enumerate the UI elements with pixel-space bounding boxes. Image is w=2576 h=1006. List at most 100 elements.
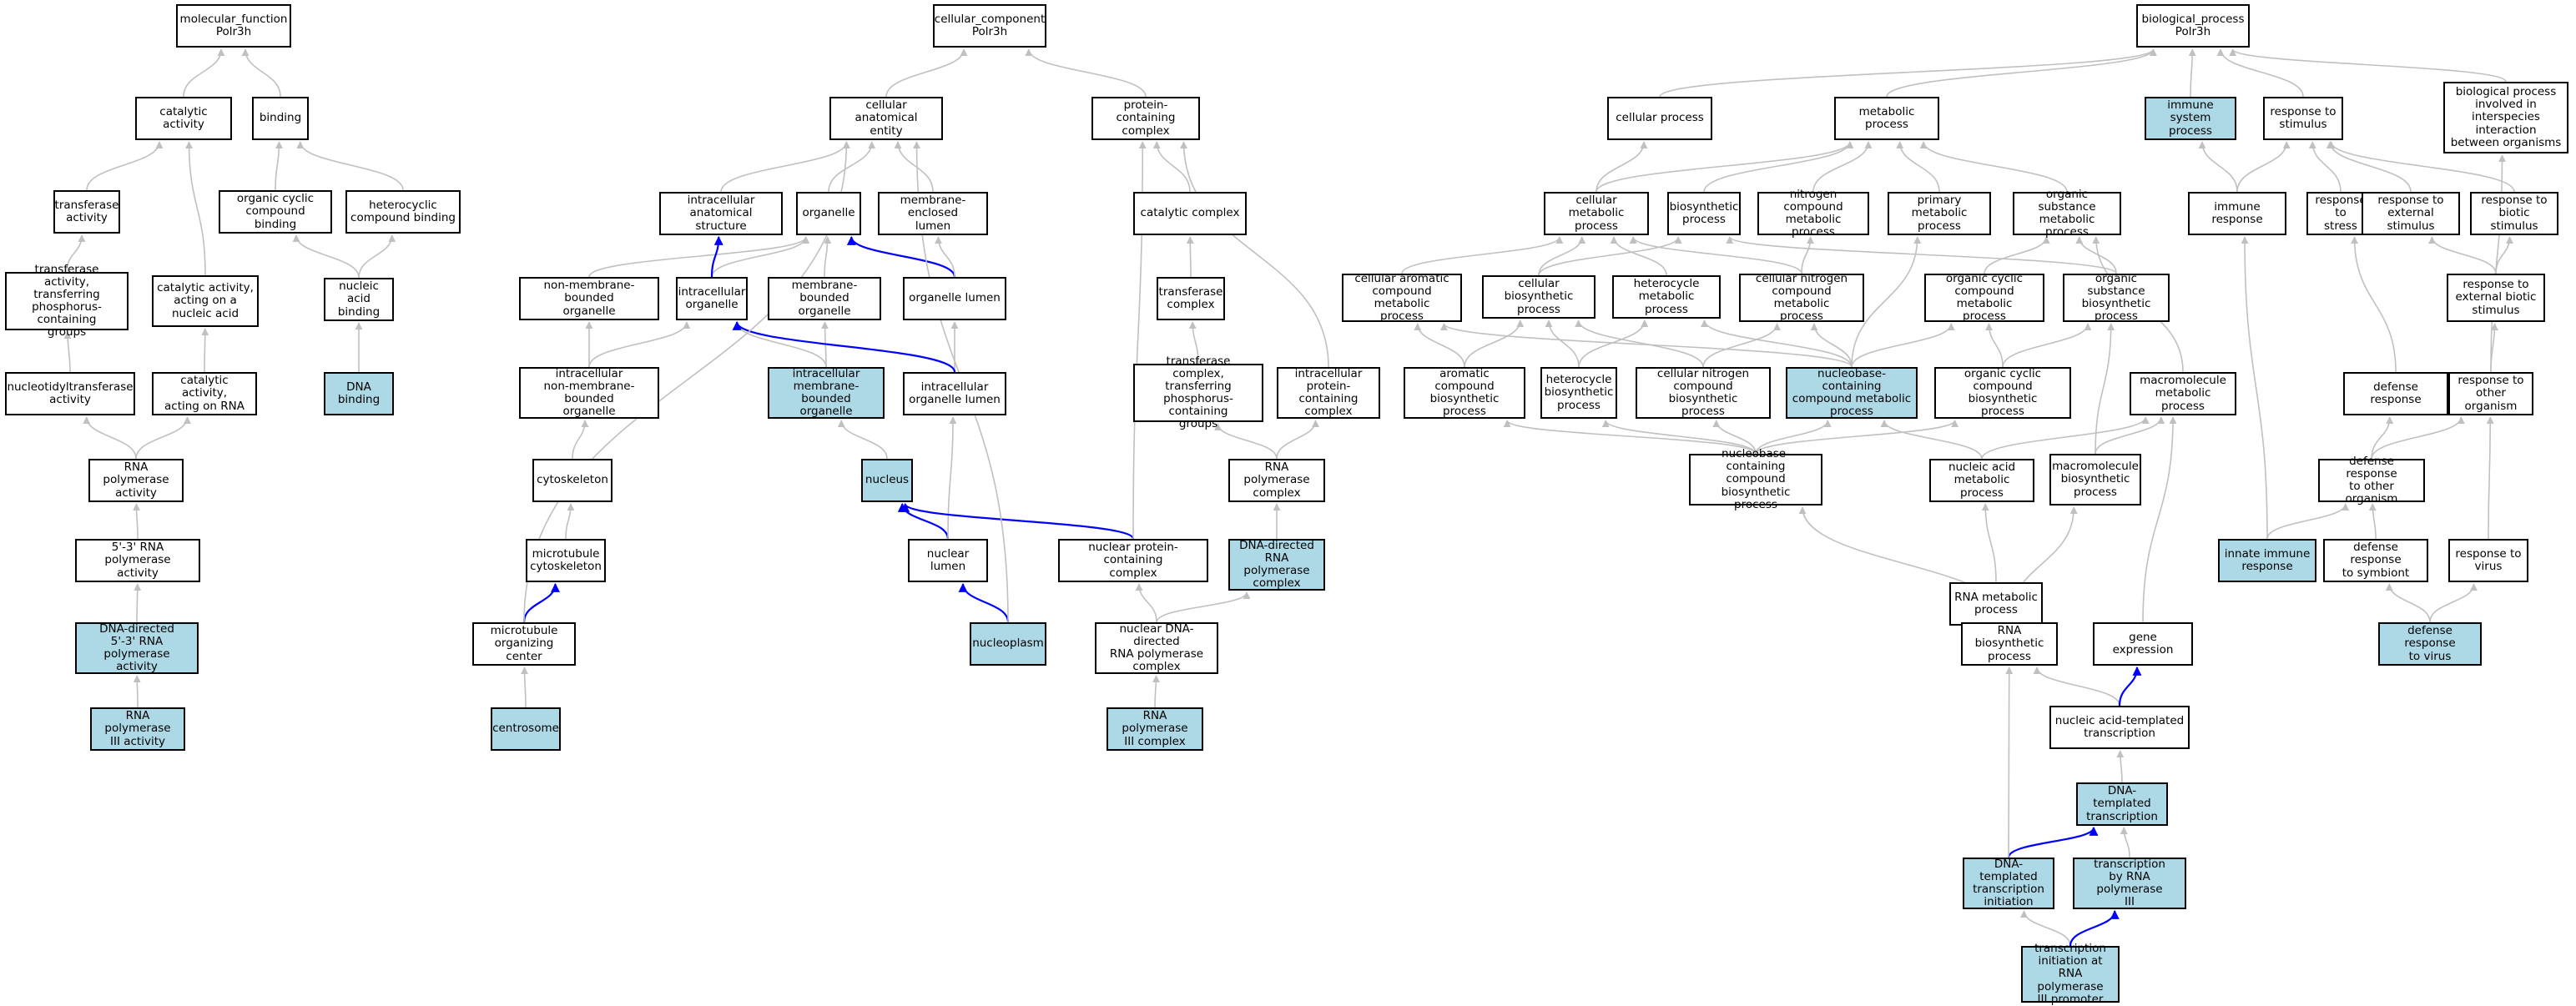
edge-immune-response-to-immune-system xyxy=(2198,141,2238,193)
go-term-rna-pol-iii-complex: RNA polymerase III complex xyxy=(1107,707,1203,751)
edge-response-external-to-response-stimulus xyxy=(2326,141,2412,193)
edge-response-external-biotic-to-response-external xyxy=(2428,236,2497,274)
edge-intra-protein-complex-to-protein-containing xyxy=(1180,141,1329,368)
go-term-mtoc: microtubule organizing center xyxy=(472,622,576,666)
edge-binding-to-mf xyxy=(241,48,281,98)
edge-organic-substance-biosynthetic-to-organic-substance-metabolic xyxy=(2075,236,2117,274)
go-term-cytoskeleton: cytoskeleton xyxy=(532,459,612,502)
edge-cellular-biosynthetic-to-biosynthetic xyxy=(1538,236,1682,276)
edge-aromatic-biosynthetic-to-cellular-aromatic xyxy=(1414,323,1465,368)
go-term-nucleic-templated: nucleic acid-templated transcription xyxy=(2049,706,2190,749)
go-term-mf: molecular_function Polr3h xyxy=(176,4,291,48)
go-term-intra-organelle-lumen: intracellular organelle lumen xyxy=(903,372,1006,415)
go-term-intra-membrane-bounded: intracellular membrane-bounded organelle xyxy=(768,367,885,419)
go-term-organic-substance-metabolic: organic substance metabolic process xyxy=(2013,188,2121,239)
go-term-immune-system: immune system process xyxy=(2145,97,2236,140)
edge-defense-response-to-response-stress xyxy=(2351,236,2397,373)
go-term-biosynthetic: biosynthetic process xyxy=(1667,192,1741,235)
edge-immune-system-to-bp xyxy=(2188,48,2196,98)
edge-nucleobase-metabolic-to-cellular-aromatic xyxy=(1440,323,1853,368)
go-term-non-membrane-organelle: non-membrane-bounded organelle xyxy=(519,277,659,320)
go-term-intracellular-anat: intracellular anatomical structure xyxy=(659,192,783,235)
edge-cellular-nitrogen-metabolic-to-nitrogen-metabolic xyxy=(1801,236,1814,274)
edge-nucleobase-biosynthetic-to-heterocycle-biosynthetic xyxy=(1601,420,1757,455)
go-term-response-external: response to external stimulus xyxy=(2362,192,2460,235)
edge-biosynthetic-to-metabolic-process xyxy=(1703,141,1854,193)
edge-nuclear-dna-directed-to-dna-directed-complex xyxy=(1156,591,1251,623)
edge-rna-pol-complex-to-transferase-complex-phos xyxy=(1214,423,1278,460)
edge-organelle-to-cellular-anatomical xyxy=(828,141,876,193)
edge-nucleotidyltransferase-to-transferase-phos xyxy=(63,331,72,373)
edge-nucleoplasm-to-nuclear-lumen xyxy=(958,582,1010,623)
edge-rna-pol-activity-to-catalytic-rna xyxy=(135,416,191,460)
edge-cellular-aromatic-to-cellular-metabolic xyxy=(1401,236,1564,274)
go-term-response-stimulus: response to stimulus xyxy=(2263,97,2343,140)
edge-organic-substance-biosynthetic-to-biosynthetic xyxy=(1726,236,2117,274)
edge-organic-cyclic-metabolic-to-organic-substance-metabolic xyxy=(1984,236,2050,274)
edge-rna-pol-iii-complex-to-nuclear-dna-directed xyxy=(1152,675,1160,708)
edge-response-biotic-to-response-stimulus xyxy=(2327,141,2515,193)
go-term-defense-response: defense response xyxy=(2343,372,2448,415)
edge-cytoskeleton-to-intra-non-membrane xyxy=(572,420,589,460)
edge-defense-symbiont-to-defense-other-organism xyxy=(2368,503,2377,540)
edge-intra-non-membrane-to-intracellular-organelle xyxy=(588,321,691,368)
go-term-rna-pol-complex: RNA polymerase complex xyxy=(1228,459,1325,502)
go-term-innate-immune: innate immune response xyxy=(2218,539,2316,582)
edge-nucleic-acid-binding-to-organic-cyclic-binding xyxy=(292,234,360,279)
edge-heterocycle-metabolic-to-cellular-metabolic xyxy=(1610,236,1667,276)
edge-transcription-pol-iii-to-dna-templated-transcription xyxy=(2120,827,2130,858)
edge-heterocyclic-binding-to-binding xyxy=(296,141,404,191)
edge-cellular-biosynthetic-to-cellular-metabolic xyxy=(1538,236,1586,276)
edge-response-other-organism-to-interspecies xyxy=(2490,154,2506,373)
edge-intracellular-organelle-to-intracellular-anat xyxy=(710,235,723,278)
edge-cellular-anatomical-to-cc xyxy=(885,48,968,98)
go-term-cellular-metabolic: cellular metabolic process xyxy=(1544,192,1649,235)
go-term-nuclear-lumen: nuclear lumen xyxy=(908,539,988,582)
go-term-response-external-biotic: response to external biotic stimulus xyxy=(2447,274,2545,322)
edge-membrane-enclosed-to-cellular-anatomical xyxy=(894,141,934,193)
go-term-catalytic-complex: catalytic complex xyxy=(1133,192,1247,235)
go-term-transcription-pol-iii: transcription by RNA polymerase III xyxy=(2073,858,2186,909)
edge-organic-cyclic-binding-to-binding xyxy=(275,141,283,191)
go-term-cc: cellular_component Polr3h xyxy=(933,4,1046,48)
edge-nucleic-acid-metabolic-to-nucleobase-metabolic xyxy=(1880,420,1983,460)
go-term-catalytic-rna: catalytic activity, acting on RNA xyxy=(152,372,257,415)
edge-immune-response-to-response-stimulus xyxy=(2236,141,2291,193)
go-term-catalytic-activity: catalytic activity xyxy=(135,97,232,140)
edge-dna-directed-53-to-rna-pol-53 xyxy=(134,583,142,623)
edge-intra-organelle-lumen-to-intracellular-organelle xyxy=(732,320,956,373)
go-term-organic-cyclic-binding: organic cyclic compound binding xyxy=(219,190,332,234)
edge-rna-pol-iii-activity-to-dna-directed-53 xyxy=(133,675,141,708)
go-term-nucleoplasm: nucleoplasm xyxy=(970,622,1046,666)
edge-cellular-nitrogen-biosynthetic-to-cellular-nitrogen-metabolic xyxy=(1702,323,1781,368)
edge-protein-containing-to-cc xyxy=(1025,48,1147,98)
go-term-intra-protein-complex: intracellular protein-containing complex xyxy=(1277,367,1380,419)
go-term-catalytic-nucleic: catalytic activity, acting on a nucleic … xyxy=(152,275,259,327)
edge-response-stimulus-to-bp xyxy=(2216,48,2304,98)
edge-nucleus-to-intra-membrane-bounded xyxy=(837,420,888,460)
edge-transferase-complex-phos-to-transferase-complex xyxy=(1188,321,1199,365)
edge-mtoc-to-microtubule-cytoskeleton xyxy=(522,582,560,623)
edge-rna-pol-complex-to-intra-protein-complex xyxy=(1276,420,1319,460)
go-term-heterocycle-biosynthetic: heterocycle biosynthetic process xyxy=(1540,367,1617,419)
go-term-dna-directed-53: DNA-directed 5'-3' RNA polymerase activi… xyxy=(75,622,199,674)
go-term-nitrogen-metabolic: nitrogen compound metabolic process xyxy=(1757,188,1869,239)
go-term-intra-non-membrane: intracellular non-membrane-bounded organ… xyxy=(519,367,659,419)
edge-nucleic-acid-metabolic-to-macromolecule-metabolic xyxy=(1981,416,2150,460)
go-term-macromolecule-biosynthetic: macromolecule biosynthetic process xyxy=(2049,454,2141,506)
go-term-protein-containing: protein-containing complex xyxy=(1091,97,1200,140)
go-term-rna-biosynthetic: RNA biosynthetic process xyxy=(1961,622,2058,666)
go-term-organelle-lumen: organelle lumen xyxy=(903,277,1006,320)
go-term-organic-cyclic-biosynthetic: organic cyclic compound biosynthetic pro… xyxy=(1934,367,2071,419)
go-term-nucleobase-metabolic: nucleobase-containing compound metabolic… xyxy=(1786,367,1918,419)
edge-transcription-init-pol-iii-to-dna-templated-initiation xyxy=(2020,910,2071,947)
edge-nucleobase-metabolic-to-primary-metabolic xyxy=(1851,236,1922,368)
go-term-nucleotidyltransferase: nucleotidyltransferase activity xyxy=(5,372,135,415)
go-term-microtubule-cytoskeleton: microtubule cytoskeleton xyxy=(526,539,606,582)
edge-innate-immune-to-immune-response xyxy=(2241,236,2268,540)
go-term-heterocyclic-binding: heterocyclic compound binding xyxy=(345,190,461,234)
edge-transferase-complex-to-catalytic-complex xyxy=(1186,236,1194,278)
edge-nuclear-protein-complex-to-nucleus xyxy=(900,502,1135,540)
edge-heterocycle-biosynthetic-to-cellular-biosynthetic xyxy=(1545,319,1580,368)
go-term-rna-pol-iii-activity: RNA polymerase III activity xyxy=(90,707,185,751)
